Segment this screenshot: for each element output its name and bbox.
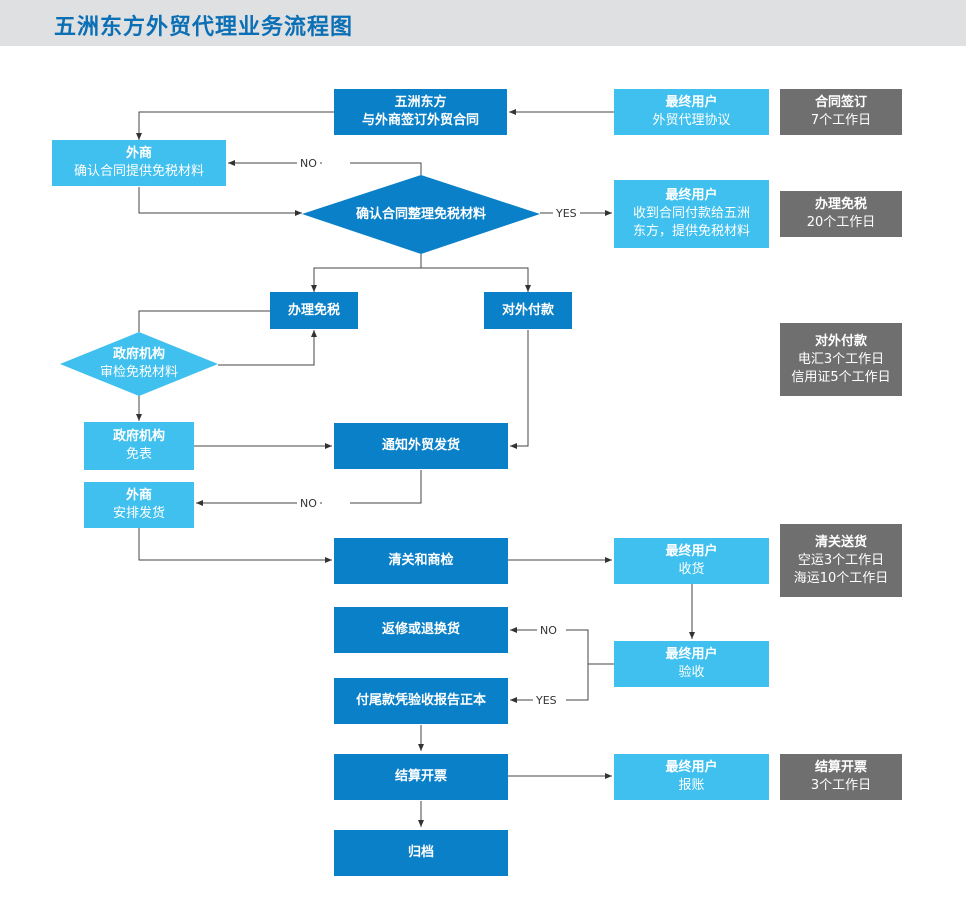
- header-bar: [0, 0, 966, 46]
- node-notify-ship: 通知外贸发货: [334, 423, 508, 469]
- edge-label-yes-1: YES: [553, 207, 580, 220]
- timeline-customs: 清关送货 空运3个工作日 海运10个工作日: [780, 524, 902, 597]
- node-foreign-confirm: 外商 确认合同提供免税材料: [52, 140, 226, 186]
- edge-inspect-branch: [566, 629, 614, 665]
- node-tax-exempt: 办理免税: [270, 292, 358, 329]
- timeline-payment: 对外付款 电汇3个工作日 信用证5个工作日: [780, 323, 902, 396]
- node-pay-abroad: 对外付款: [484, 292, 572, 329]
- node-customs: 清关和商检: [334, 538, 508, 584]
- edge-inspect-branch-yes: [566, 664, 589, 701]
- node-end-user-inspect: 最终用户 验收: [614, 641, 769, 687]
- edge-contract-to-foreign: [136, 111, 334, 140]
- node-sign-contract: 五洲东方 与外商签订外贸合同: [334, 89, 507, 135]
- node-gov-exempt: 政府机构 免表: [84, 422, 194, 470]
- edge-split-right: [421, 267, 531, 292]
- edge-pay-to-notify: [510, 330, 529, 449]
- edge-foreign-to-diamond: [138, 187, 302, 216]
- edge-split-left: [311, 267, 421, 292]
- page-title: 五洲东方外贸代理业务流程图: [54, 15, 354, 40]
- node-end-user-receive: 最终用户 收货: [614, 538, 769, 584]
- decision-diamond-gov: [60, 332, 218, 396]
- edge-diamond-no-line: [350, 162, 422, 175]
- node-end-user-payment: 最终用户 收到合同付款给五洲 东方，提供免税材料: [614, 180, 769, 248]
- edge-label-no-3: NO: [537, 624, 560, 637]
- timeline-settle: 结算开票 3个工作日: [780, 754, 902, 800]
- node-return-repair: 返修或退换货: [334, 607, 508, 653]
- edge-label-no-2: NO: [297, 497, 320, 510]
- node-end-user-agreement: 最终用户 外贸代理协议: [614, 89, 769, 135]
- edge-foreign-ship-to-customs: [138, 528, 332, 563]
- node-foreign-ship: 外商 安排发货: [84, 482, 194, 528]
- diamond-gov-label: 政府机构 审检免税材料: [99, 347, 178, 380]
- timeline-contract: 合同签订 7个工作日: [780, 89, 902, 135]
- edge-tax-to-gov: [138, 310, 270, 332]
- timeline-tax-exempt: 办理免税 20个工作日: [780, 191, 902, 237]
- edge-label-no-1: NO: [297, 157, 320, 170]
- node-final-payment: 付尾款凭验收报告正本: [334, 678, 508, 724]
- node-settle-invoice: 结算开票: [334, 754, 508, 800]
- edge-label-yes-2: YES: [533, 694, 560, 707]
- decision-diamond-confirm: [302, 175, 540, 254]
- edge-notify-no-line: [350, 470, 422, 504]
- diamond-confirm-label: 确认合同整理免税材料: [355, 206, 486, 222]
- node-archive: 归档: [334, 830, 508, 876]
- node-end-user-reimburse: 最终用户 报账: [614, 754, 769, 800]
- edge-gov-to-tax: [218, 330, 317, 366]
